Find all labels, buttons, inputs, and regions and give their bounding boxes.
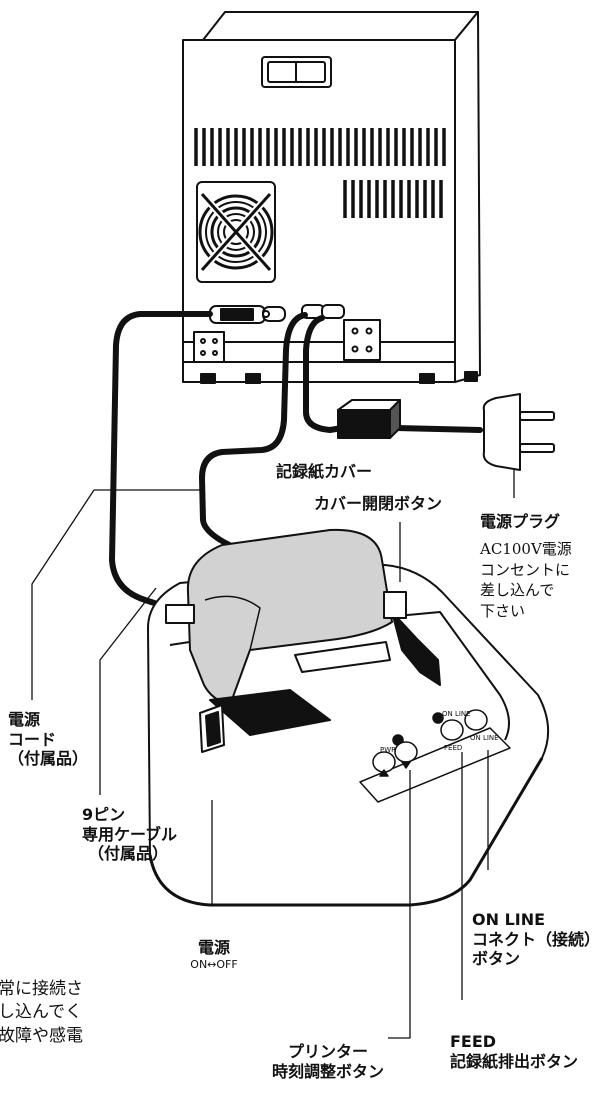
- leader-lines: [31, 468, 515, 1039]
- feed-line-1: FEED: [450, 1032, 497, 1051]
- plug-note-line-3: 差し込んで: [480, 581, 555, 600]
- online-line-3: ボタン: [472, 949, 521, 969]
- cable-line-1: 9ピン: [82, 805, 126, 824]
- panel-online-label-2: ON LINE: [470, 734, 499, 742]
- power-switch-sub: ON↔OFF: [190, 957, 238, 971]
- plug-note-line-1: AC100V電源: [480, 540, 572, 558]
- printer-time-line-2: 時刻調整ボタン: [271, 1061, 384, 1081]
- online-line-2: コネクト（接続）: [472, 929, 601, 949]
- cable-line-3: （付属品）: [88, 844, 169, 864]
- cable-line-2: 専用ケーブル: [82, 824, 178, 844]
- plug-note-line-2: コンセントに: [480, 560, 571, 579]
- ac-adapter: [337, 399, 401, 439]
- plug-note: AC100V電源 コンセントに 差し込んで 下さい: [480, 539, 572, 622]
- printer-time-label: プリンター 時刻調整ボタン: [268, 1042, 388, 1081]
- power-switch-title: 電源: [197, 938, 230, 957]
- panel-online-label: ON LINE: [442, 710, 471, 718]
- warning-note: 常に接続さ し込んでく 故障や感電: [0, 978, 83, 1048]
- printer-time-line-1: プリンター: [287, 1042, 368, 1061]
- online-label: ON LINE コネクト（接続） ボタン: [472, 910, 600, 969]
- panel-labels: PWR ON LINE FEED ON LINE: [380, 710, 499, 754]
- cable-label: 9ピン 専用ケーブル （付属品）: [82, 805, 177, 864]
- control-panel: [359, 709, 511, 803]
- paper-cover-label: 記録紙カバー: [276, 462, 373, 481]
- plug-note-line-4: 下さい: [480, 602, 526, 621]
- power-switch-label: 電源 ON↔OFF: [180, 938, 248, 971]
- plug-title: 電源プラグ: [480, 512, 561, 531]
- warning-line-3: 故障や感電: [0, 1025, 83, 1046]
- vent-grille: [194, 128, 446, 218]
- rear-connector: [209, 305, 286, 324]
- feed-label: FEED 記録紙排出ボタン: [450, 1032, 578, 1071]
- power-plug: [482, 393, 555, 471]
- warning-line-1: 常に接続さ: [0, 979, 83, 999]
- power-cord-line-3: （付属品）: [8, 749, 89, 769]
- cover-button-label: カバー開閉ボタン: [314, 494, 443, 513]
- main-unit: [182, 11, 481, 384]
- printer: [147, 528, 550, 907]
- power-cord-label: 電源 コード （付属品）: [8, 710, 88, 769]
- online-line-1: ON LINE: [472, 910, 546, 929]
- power-cord-line-2: コード: [8, 729, 57, 749]
- feed-line-2: 記録紙排出ボタン: [450, 1051, 579, 1071]
- panel-feed-label: FEED: [444, 744, 462, 752]
- panel-pwr-label: PWR: [380, 746, 396, 754]
- cooling-fan: [196, 181, 276, 283]
- power-cord-line-1: 電源: [8, 710, 41, 729]
- cables: [109, 311, 483, 615]
- warning-line-2: し込んでく: [0, 1002, 83, 1023]
